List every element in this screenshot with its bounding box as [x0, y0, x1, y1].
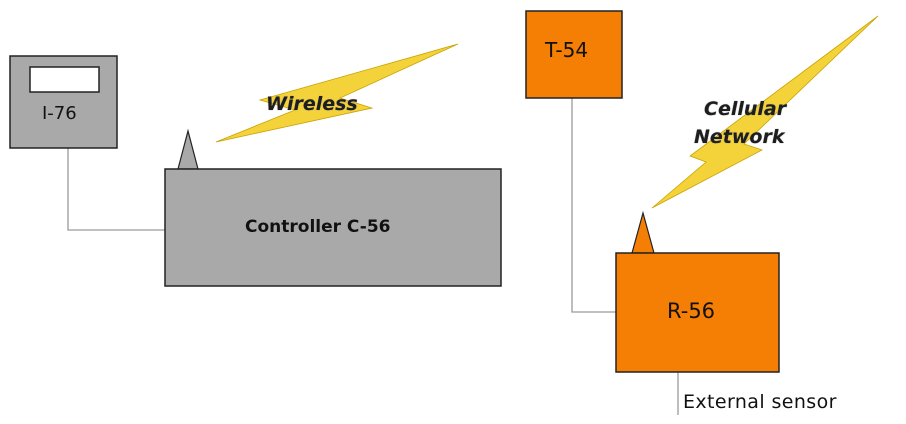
cellular-label-line1: Cellular: [704, 98, 787, 120]
indicator-label: I-76: [42, 103, 77, 124]
external-sensor-label: External sensor: [683, 391, 837, 413]
wireless-label: Wireless: [266, 93, 358, 115]
receiver-box: [615, 252, 780, 373]
controller-label: Controller C-56: [245, 217, 391, 237]
link-indicator-controller: [67, 148, 165, 231]
controller-antenna-icon: [177, 128, 199, 170]
link-transmitter-receiver: [571, 98, 616, 313]
transmitter-box: [525, 10, 623, 99]
indicator-display: [29, 66, 100, 93]
cellular-label-line2: Network: [694, 126, 785, 148]
receiver-antenna-icon: [631, 210, 655, 254]
receiver-label: R-56: [667, 299, 716, 323]
controller-box: [164, 168, 502, 287]
transmitter-label: T-54: [545, 38, 589, 62]
cellular-bolt-icon: [651, 15, 879, 209]
wireless-bolt-icon: [215, 43, 459, 143]
